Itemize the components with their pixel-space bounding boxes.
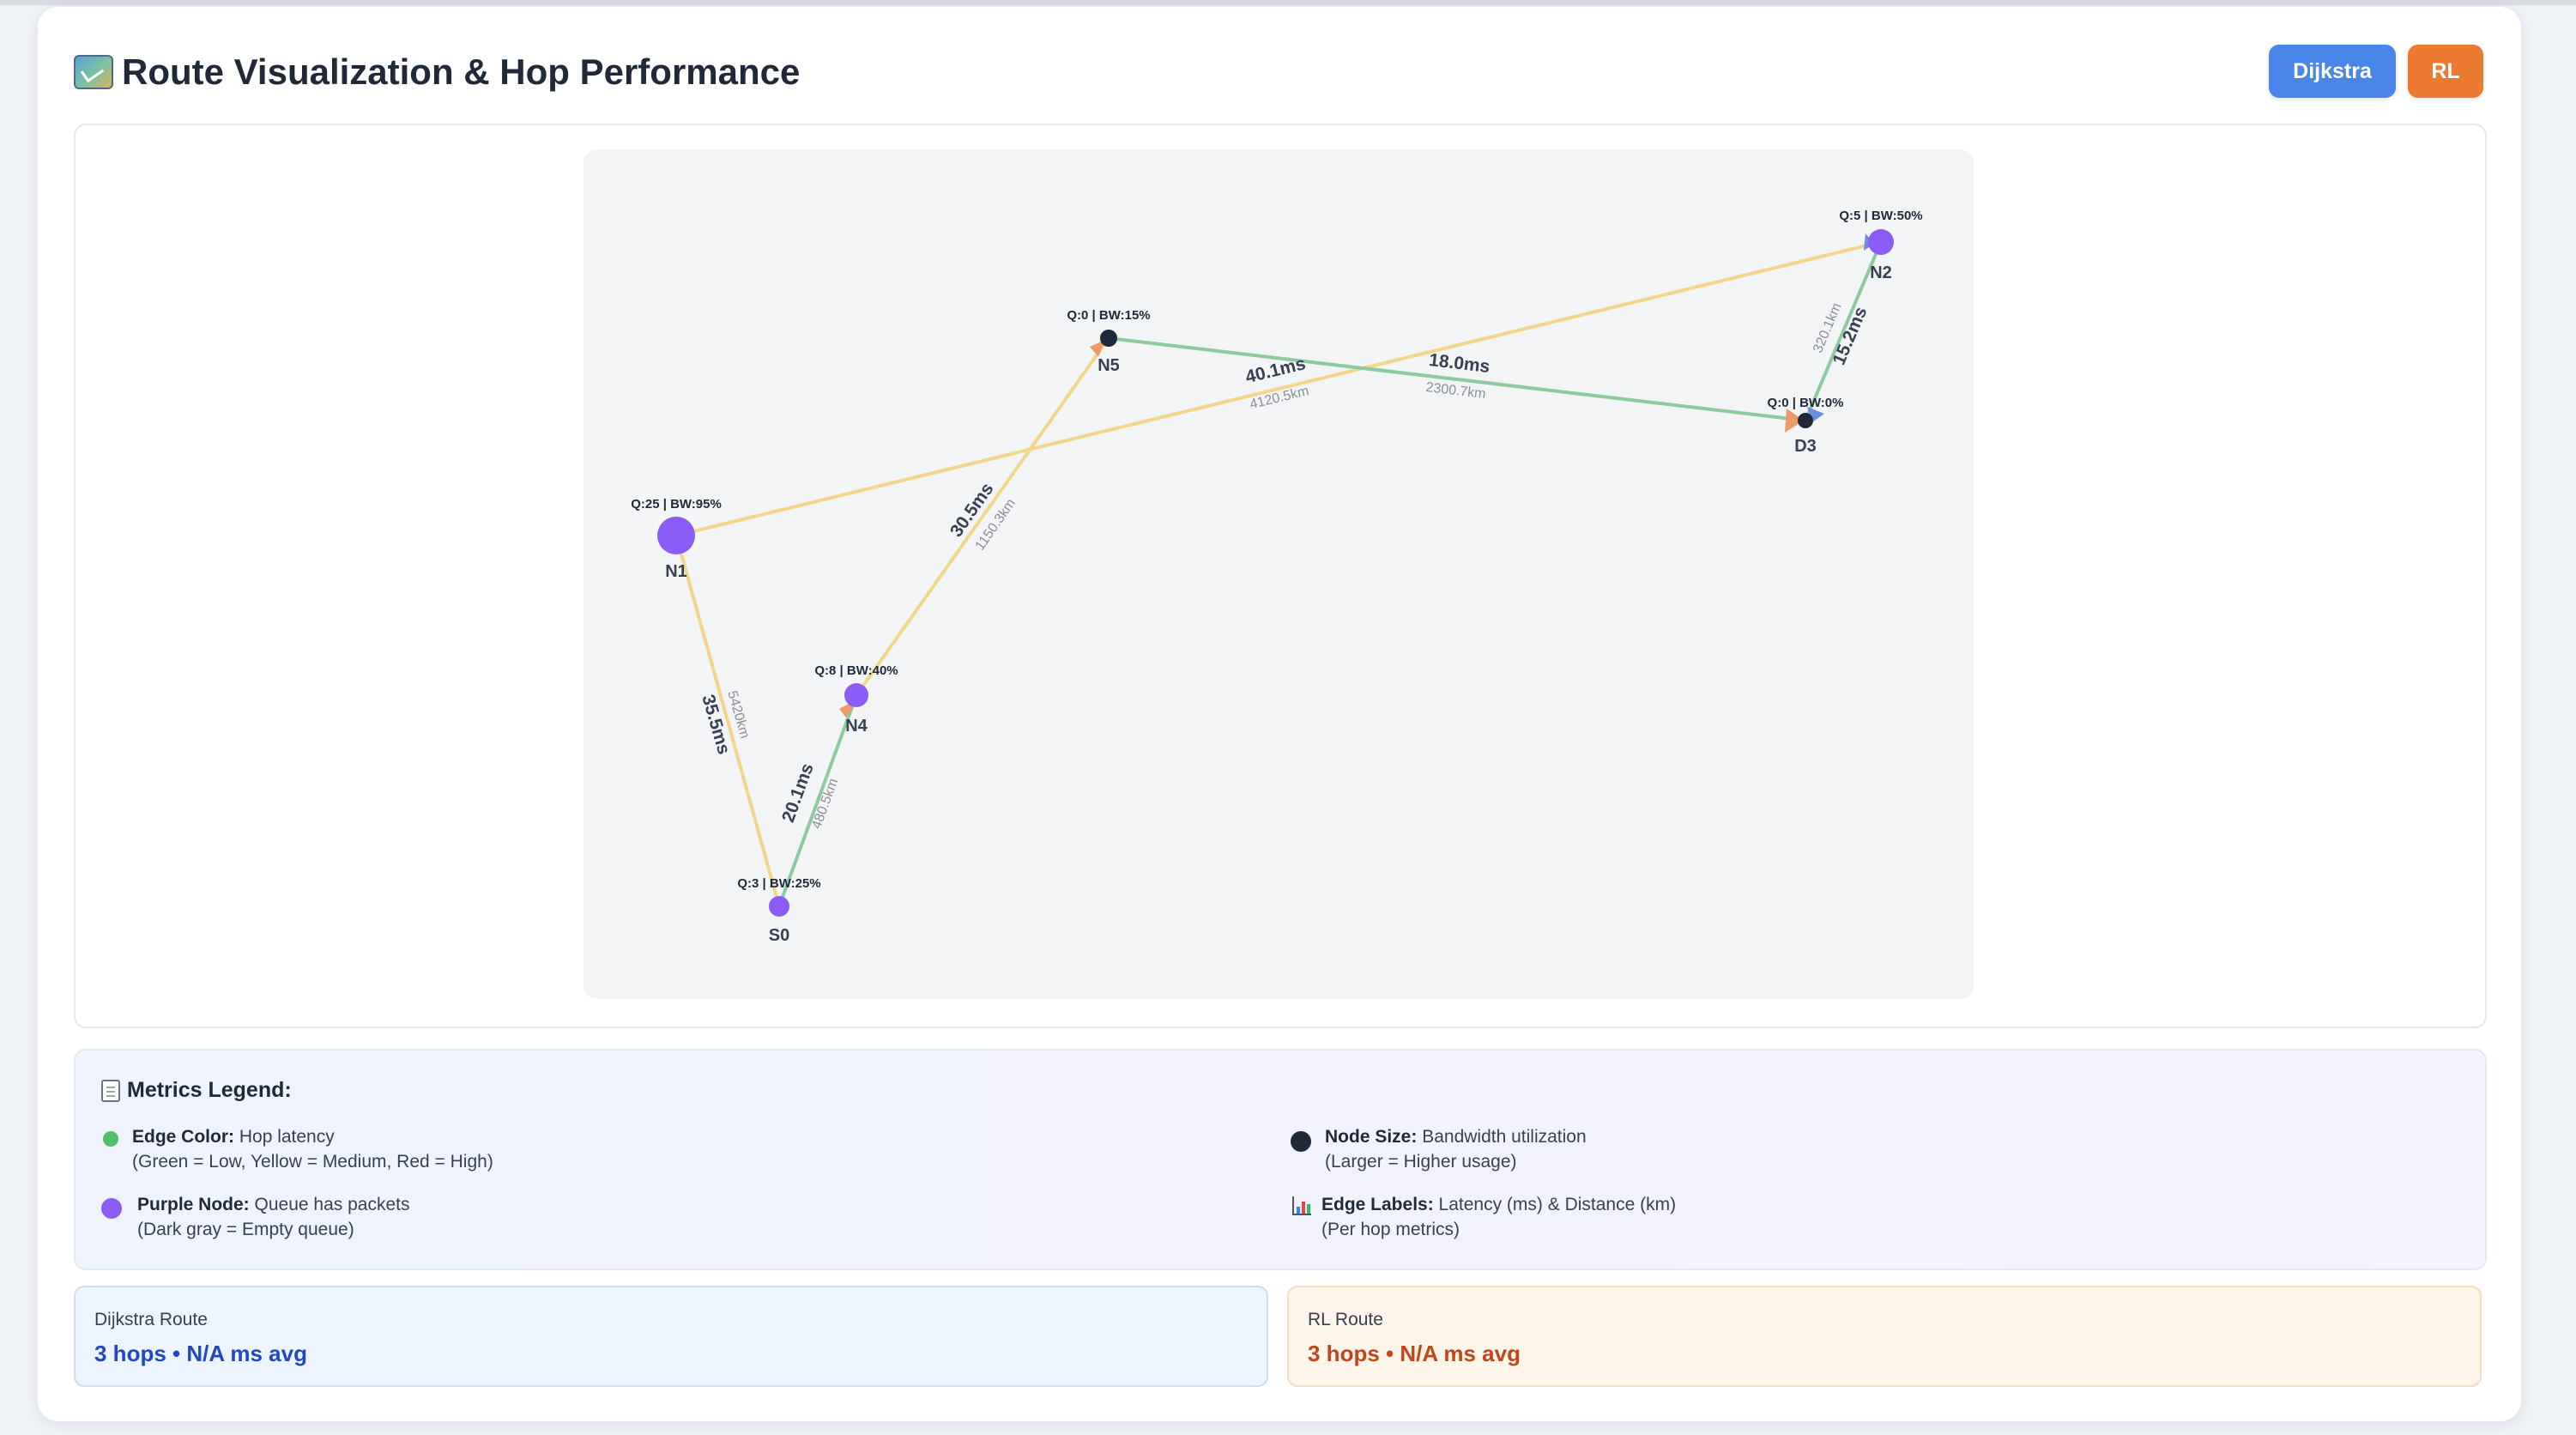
legend-title: Metrics Legend: <box>101 1078 292 1103</box>
bar-chart-icon <box>1292 1196 1311 1215</box>
node-metric: Q:25 | BW:95% <box>631 497 722 512</box>
legend-node-size-label: Node Size: <box>1325 1127 1418 1147</box>
node-d3[interactable]: Q:0 | BW:0% D3 <box>1768 396 1844 456</box>
map-icon <box>74 55 113 89</box>
node-metric: Q:0 | BW:15% <box>1067 308 1150 323</box>
purple-dot-icon <box>101 1198 122 1219</box>
node-circle[interactable] <box>657 517 695 554</box>
legend-purple-node-label: Purple Node: <box>137 1195 250 1214</box>
rl-route-value: 3 hops • N/A ms avg <box>1308 1341 1521 1366</box>
edge-n2-d3 <box>1804 241 1883 421</box>
metrics-legend: Metrics Legend: Edge Color: Hop latency … <box>74 1049 2487 1270</box>
edge-s0-n4 <box>777 694 858 907</box>
green-dot-icon <box>103 1131 118 1147</box>
page-title-text: Route Visualization & Hop Performance <box>122 51 801 92</box>
node-n2[interactable]: Q:5 | BW:50% N2 <box>1839 209 1922 282</box>
edge-n4-n5 <box>855 336 1110 697</box>
node-metric: Q:3 | BW:25% <box>737 876 820 891</box>
edge-label-s0-n1: 35.5ms 5420km <box>698 689 752 757</box>
rl-arrow-d3 <box>1785 409 1804 433</box>
node-label: S0 <box>769 926 789 945</box>
node-label: N2 <box>1870 263 1892 282</box>
legend-purple-node-sub: (Dark gray = Empty queue) <box>137 1220 354 1239</box>
legend-edge-color-text: Hop latency <box>239 1127 335 1147</box>
legend-edge-labels-text: Latency (ms) & Distance (km) <box>1438 1195 1677 1214</box>
node-circle[interactable] <box>1798 413 1813 428</box>
node-n4[interactable]: Q:8 | BW:40% N4 <box>814 663 898 736</box>
legend-edge-color-sub: (Green = Low, Yellow = Medium, Red = Hig… <box>132 1152 493 1172</box>
legend-edge-labels: Edge Labels: Latency (ms) & Distance (km… <box>1321 1192 1676 1242</box>
dark-dot-icon <box>1291 1131 1311 1152</box>
rl-button[interactable]: RL <box>2408 45 2483 98</box>
network-graph: 35.5ms 5420km 40.1ms 4120.5km 15.2ms 320… <box>584 149 1974 999</box>
legend-node-size: Node Size: Bandwidth utilization (Larger… <box>1325 1124 1587 1174</box>
legend-purple-node: Purple Node: Queue has packets (Dark gra… <box>137 1192 409 1242</box>
node-label: N1 <box>665 562 687 581</box>
legend-edge-labels-sub: (Per hop metrics) <box>1321 1220 1460 1239</box>
node-circle[interactable] <box>844 683 868 707</box>
dijkstra-route-label: Dijkstra Route <box>94 1310 208 1329</box>
dijkstra-route-value: 3 hops • N/A ms avg <box>94 1341 307 1366</box>
node-circle[interactable] <box>1100 330 1117 347</box>
top-border <box>0 0 2576 5</box>
node-label: D3 <box>1794 437 1817 456</box>
node-metric: Q:5 | BW:50% <box>1839 209 1922 223</box>
page-title: Route Visualization & Hop Performance <box>74 48 800 96</box>
edge-s0-n1 <box>674 535 781 907</box>
node-label: N4 <box>845 717 868 736</box>
node-circle[interactable] <box>1868 229 1894 255</box>
clipboard-icon <box>101 1079 120 1102</box>
edge-n5-d3 <box>1108 336 1806 422</box>
legend-purple-node-text: Queue has packets <box>254 1195 410 1214</box>
edge-latency: 18.0ms <box>1428 350 1491 377</box>
dijkstra-route-card: Dijkstra Route 3 hops • N/A ms avg <box>74 1286 1268 1387</box>
node-n5[interactable]: Q:0 | BW:15% N5 <box>1067 308 1150 375</box>
rl-route-label: RL Route <box>1308 1310 1383 1329</box>
rl-route-card: RL Route 3 hops • N/A ms avg <box>1287 1286 2482 1387</box>
legend-node-size-text: Bandwidth utilization <box>1422 1127 1587 1147</box>
network-graph-svg: 35.5ms 5420km 40.1ms 4120.5km 15.2ms 320… <box>631 209 1922 945</box>
node-metric: Q:8 | BW:40% <box>814 663 898 678</box>
legend-edge-color-label: Edge Color: <box>132 1127 234 1147</box>
node-s0[interactable]: Q:3 | BW:25% S0 <box>737 876 820 945</box>
legend-edge-color: Edge Color: Hop latency (Green = Low, Ye… <box>132 1124 493 1174</box>
rl-arrow-n5 <box>1090 340 1105 357</box>
node-n1[interactable]: Q:25 | BW:95% N1 <box>631 497 722 581</box>
edge-n1-n2 <box>675 240 1882 537</box>
edge-distance: 480.5km <box>809 777 841 831</box>
legend-node-size-sub: (Larger = Higher usage) <box>1325 1152 1517 1172</box>
edge-label-n2-d3: 15.2ms 320.1km <box>1811 301 1871 368</box>
node-label: N5 <box>1098 356 1120 375</box>
node-circle[interactable] <box>769 896 789 917</box>
dijkstra-button[interactable]: Dijkstra <box>2269 45 2396 98</box>
legend-title-text: Metrics Legend: <box>127 1078 292 1102</box>
node-metric: Q:0 | BW:0% <box>1768 396 1844 410</box>
legend-edge-labels-label: Edge Labels: <box>1321 1195 1434 1214</box>
